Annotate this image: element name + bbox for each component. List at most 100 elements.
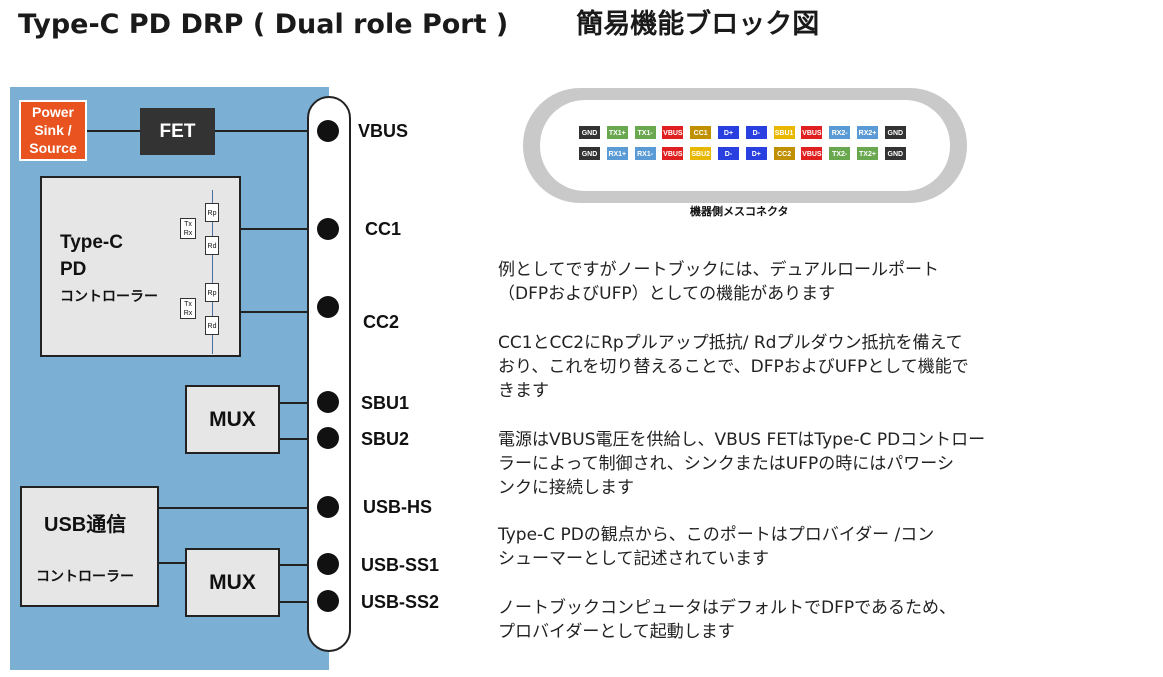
paragraph-1-line-2: （DFPおよびUFP）としての機能があります <box>498 284 836 304</box>
paragraph-2-line-2: おり、これを切り替えることで、DFPおよびUFPとして機能で <box>498 357 969 377</box>
pinout-cell-bottom-3: VBUS <box>661 146 685 161</box>
cc1-txrx: Tx Rx <box>180 218 196 239</box>
wire-power-fet <box>87 130 140 132</box>
wire-mux-ss1 <box>279 564 327 566</box>
pd-controller-label-1: Type-C <box>60 232 123 253</box>
fet-block: FET <box>140 108 215 155</box>
pinout-cell-top-9: RX2- <box>828 125 852 140</box>
pinout-cell-top-0: GND <box>578 125 601 140</box>
pinout-cell-bottom-10: TX2+ <box>856 146 879 161</box>
wire-usbctrl-mux <box>158 562 186 564</box>
usb-controller-label-2: コントローラー <box>36 569 134 585</box>
paragraph-3-line-1: 電源はVBUS電圧を供給し、VBUS FETはType-C PDコントロー <box>498 430 986 450</box>
usb-controller-label-1: USB通信 <box>44 514 127 536</box>
cc2-rx-label: Rx <box>183 310 193 317</box>
title-right: 簡易機能ブロック図 <box>576 9 820 40</box>
paragraph-1-line-1: 例としてですがノートブックには、デュアルロールポート <box>498 260 939 280</box>
pinout-cell-bottom-4: SBU2 <box>689 146 713 161</box>
cc2-txrx: Tx Rx <box>180 298 196 319</box>
wire-cc2 <box>198 311 327 313</box>
cc1-tx-label: Tx <box>184 221 192 228</box>
wire-mux-ss2 <box>279 601 327 603</box>
pin-vbus <box>317 120 339 142</box>
wire-usb-hs <box>158 507 327 509</box>
pinout-cell-bottom-7: CC2 <box>772 146 796 161</box>
pin-label-cc1: CC1 <box>365 219 402 239</box>
cc1-resistor-line <box>212 190 213 274</box>
sbu-mux-label: MUX <box>209 407 256 431</box>
pin-cc2 <box>317 296 339 318</box>
power-label-2: Sink / <box>34 122 72 138</box>
pinout-cell-top-7: SBU1 <box>772 125 796 140</box>
paragraph-2-line-3: きます <box>498 381 549 401</box>
power-sink-source-block: Power Sink / Source <box>19 100 87 161</box>
pinout-cell-top-11: GND <box>883 125 907 140</box>
paragraph-1: 例としてですがノートブックには、デュアルロールポート （DFPおよびUFP）とし… <box>498 258 1058 306</box>
pinout-cell-bottom-5: D- <box>717 146 740 161</box>
paragraph-5-line-2: プロバイダーとして起動します <box>498 622 735 642</box>
pin-usb-ss2 <box>317 590 339 612</box>
pin-label-usb-ss1: USB-SS1 <box>361 555 440 575</box>
paragraph-3: 電源はVBUS電圧を供給し、VBUS FETはType-C PDコントロー ラー… <box>498 428 1058 500</box>
paragraph-3-line-2: ラーによって制御され、シンクまたはUFPの時にはパワーシ <box>498 454 954 474</box>
pinout-cell-top-4: CC1 <box>689 125 713 140</box>
paragraph-5: ノートブックコンピュータはデフォルトでDFPであるため、 プロバイダーとして起動… <box>498 596 1058 644</box>
pinout-cell-bottom-6: D+ <box>744 146 768 161</box>
paragraph-4-line-2: シューマーとして記述されています <box>498 549 769 569</box>
ss-mux-label: MUX <box>209 570 256 594</box>
pin-label-cc2: CC2 <box>363 312 400 332</box>
wire-cc1 <box>198 228 327 230</box>
pin-cc1 <box>317 218 339 240</box>
cc1-rd-resistor: Rd <box>205 236 219 255</box>
paragraph-2-line-1: CC1とCC2にRpプルアップ抵抗/ Rdプルダウン抵抗を備えて <box>498 333 963 353</box>
cc2-rd-resistor: Rd <box>205 316 219 335</box>
pin-sbu1 <box>317 391 339 413</box>
pin-label-usb-ss2: USB-SS2 <box>361 592 440 612</box>
cc2-tx-label: Tx <box>184 301 192 308</box>
paragraph-5-line-1: ノートブックコンピュータはデフォルトでDFPであるため、 <box>498 598 956 618</box>
wire-mux-sbu1 <box>279 402 327 404</box>
title-left: Type-C PD DRP ( Dual role Port ) <box>18 9 509 40</box>
pin-label-usb-hs: USB-HS <box>363 497 433 517</box>
page-title: Type-C PD DRP ( Dual role Port ) 簡易機能ブロック… <box>18 2 819 41</box>
paragraph-3-line-3: ンクに接続します <box>498 478 634 498</box>
power-label-1: Power <box>31 104 74 120</box>
pd-controller-label-3: コントローラー <box>60 289 158 305</box>
pinout-cell-bottom-0: GND <box>578 146 601 161</box>
pin-usb-ss1 <box>317 553 339 575</box>
pinout-cell-top-10: RX2+ <box>856 125 879 140</box>
pin-label-sbu2: SBU2 <box>361 429 410 449</box>
wire-fet-vbus <box>215 130 327 132</box>
pin-label-vbus: VBUS <box>358 121 409 141</box>
ss-mux-block: MUX <box>185 548 280 617</box>
connector-caption: 機器側メスコネクタ <box>690 205 789 218</box>
cc1-rx-label: Rx <box>183 230 193 237</box>
pinout-cell-bottom-9: TX2- <box>828 146 852 161</box>
pinout-cell-top-5: D+ <box>717 125 740 140</box>
pinout-cell-top-8: VBUS <box>800 125 824 140</box>
pin-sbu2 <box>317 427 339 449</box>
paragraph-4-line-1: Type-C PDの観点から、このポートはプロバイダー /コン <box>498 525 935 545</box>
cc2-rp-resistor: Rp <box>205 283 219 302</box>
pinout-cell-bottom-11: GND <box>883 146 907 161</box>
cc2-resistor-line <box>212 270 213 354</box>
power-label-3: Source <box>29 140 77 156</box>
pinout-cell-top-1: TX1+ <box>605 125 629 140</box>
pd-controller-label-2: PD <box>60 259 87 280</box>
usb-c-receptacle-inner <box>540 100 950 191</box>
wire-mux-sbu2 <box>279 438 327 440</box>
usb-controller-block <box>20 486 159 607</box>
pin-usb-hs <box>317 496 339 518</box>
pinout-cell-top-3: VBUS <box>661 125 685 140</box>
pinout-cell-top-6: D- <box>744 125 768 140</box>
pinout-cell-bottom-8: VBUS <box>800 146 824 161</box>
paragraph-4: Type-C PDの観点から、このポートはプロバイダー /コン シューマーとして… <box>498 523 1058 571</box>
fet-label: FET <box>159 120 196 142</box>
pinout-cell-top-2: TX1- <box>633 125 657 140</box>
sbu-mux-block: MUX <box>185 385 280 454</box>
pin-label-sbu1: SBU1 <box>361 393 410 413</box>
cc1-rp-resistor: Rp <box>205 203 219 222</box>
pinout-cell-bottom-2: RX1- <box>633 146 657 161</box>
pinout-cell-bottom-1: RX1+ <box>605 146 629 161</box>
